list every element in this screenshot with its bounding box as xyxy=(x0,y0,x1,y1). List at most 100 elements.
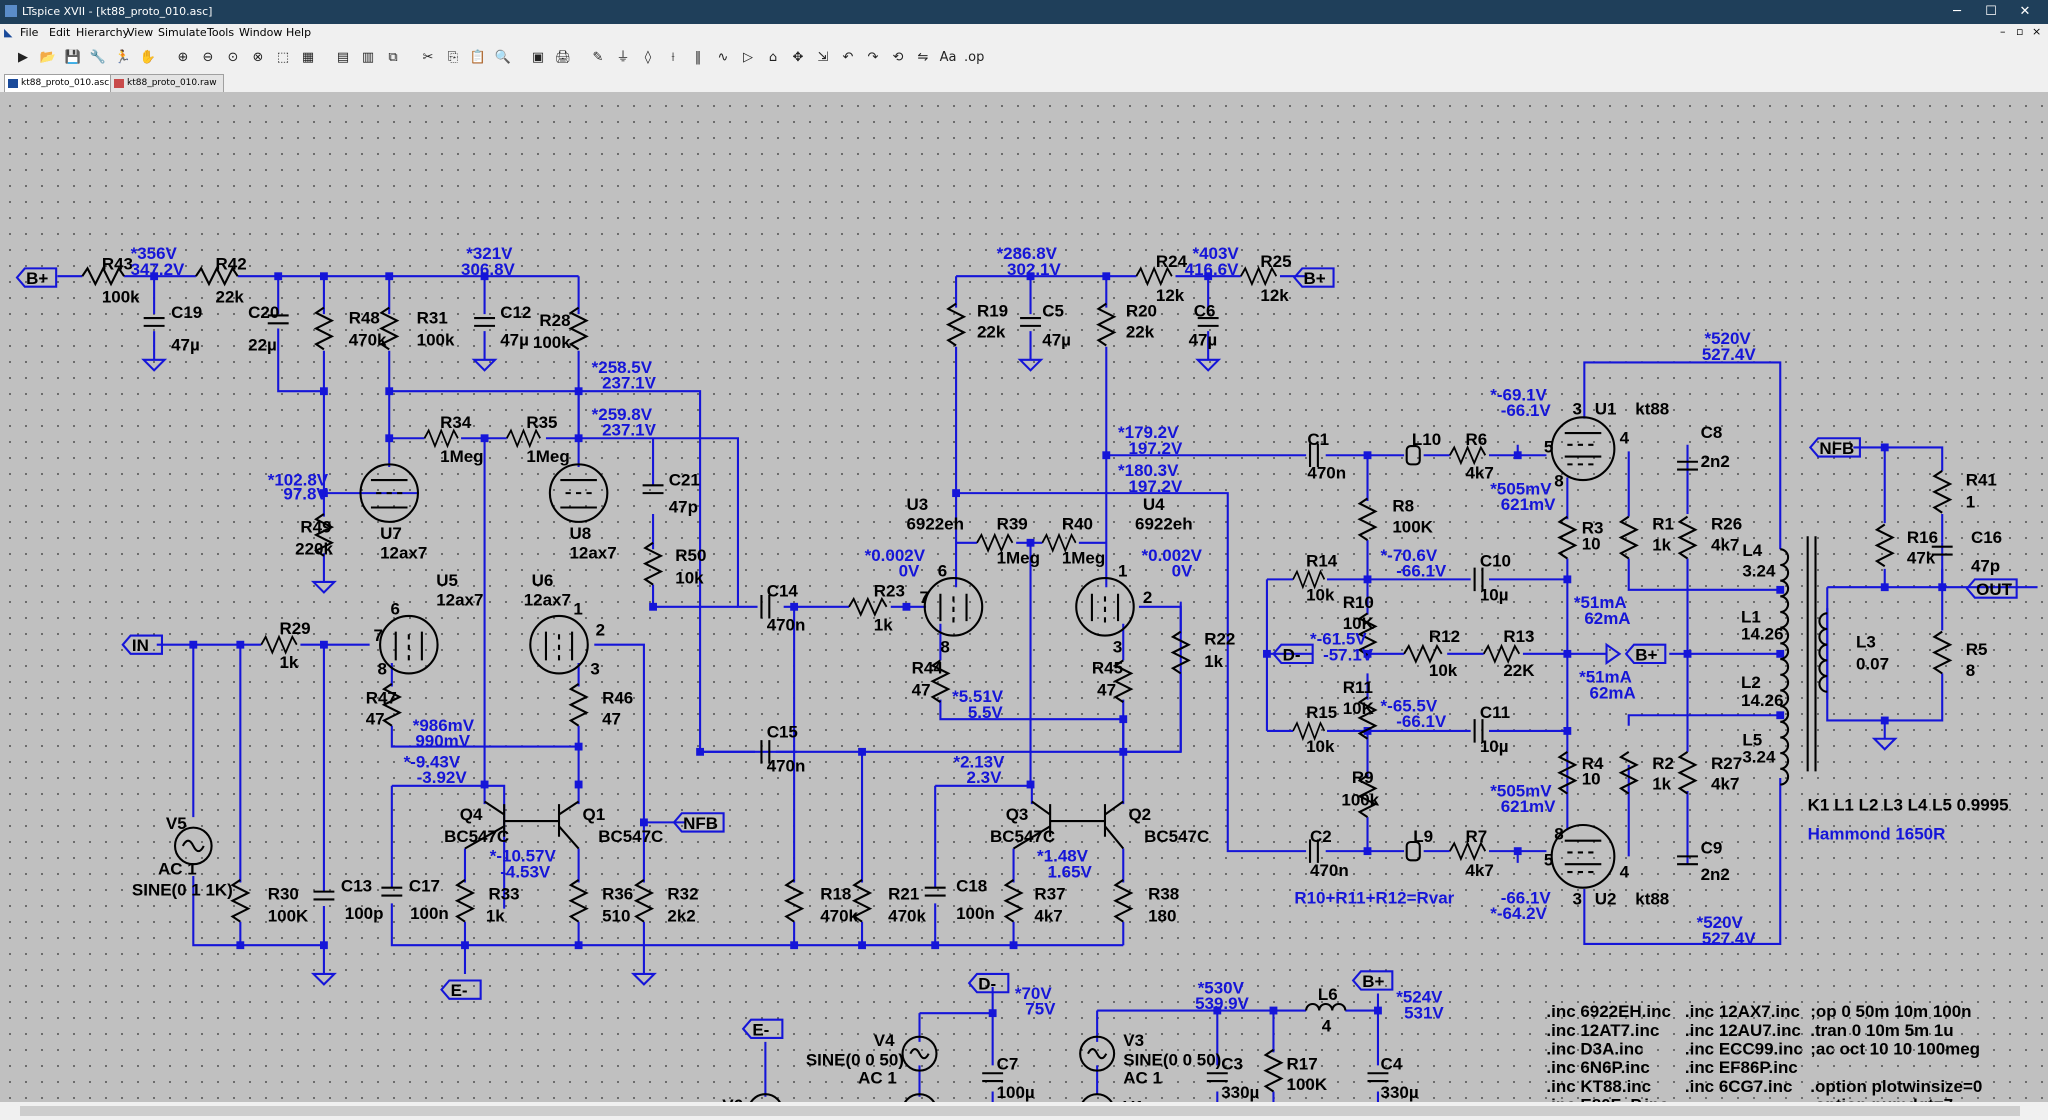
inductor-icon[interactable]: ∿ xyxy=(717,50,729,65)
scrollbar-thumb[interactable] xyxy=(20,1106,2020,1116)
component-label: SINE(0 0 50) xyxy=(1123,1050,1221,1069)
zoom-out-icon[interactable]: ⊖ xyxy=(202,50,214,65)
zoom-in-icon[interactable]: ⊕ xyxy=(177,50,189,65)
menu-edit[interactable]: Edit xyxy=(49,26,71,39)
document-icon[interactable]: ◣ xyxy=(4,26,13,39)
voltage-readout: *2.13V xyxy=(953,753,1005,772)
capacitor-icon[interactable]: ‖ xyxy=(694,50,702,65)
net-flag[interactable] xyxy=(15,267,58,288)
diode-icon[interactable]: ▷ xyxy=(743,50,753,65)
component-label: C6 xyxy=(1194,302,1216,321)
autorange-icon[interactable]: ⬚ xyxy=(276,50,290,65)
find-icon[interactable]: 🔍 xyxy=(494,50,512,65)
net-label: E- xyxy=(752,1020,769,1039)
menu-tools[interactable]: Tools xyxy=(207,26,235,39)
tile-horizontal-icon[interactable]: ▤ xyxy=(336,50,350,65)
voltage-readout: 527.4V xyxy=(1702,345,1756,364)
menu-simulate[interactable]: Simulate xyxy=(158,26,207,39)
zoom-fit-icon[interactable]: ⊗ xyxy=(252,50,264,65)
wire-icon[interactable]: ✎ xyxy=(592,50,604,65)
horizontal-scrollbar[interactable] xyxy=(0,1102,2048,1120)
voltage-readout: *180.3V xyxy=(1118,461,1179,480)
paste-icon[interactable]: 📋 xyxy=(469,50,487,65)
copy-icon[interactable]: ⎘ xyxy=(447,50,459,65)
component-label: 10µ xyxy=(1480,585,1509,604)
junction-dot xyxy=(1009,941,1018,950)
net-flag[interactable] xyxy=(1965,578,2018,599)
ground-icon[interactable]: ⏚ xyxy=(616,50,630,65)
component-label: 470n xyxy=(1310,861,1349,880)
maximize-button[interactable]: ☐ xyxy=(1985,4,1997,19)
new-schematic-icon[interactable]: ▶ xyxy=(18,50,28,65)
component-label: R43 xyxy=(102,255,133,274)
redo-icon[interactable]: ↷ xyxy=(867,50,879,65)
net-flag[interactable] xyxy=(672,812,725,833)
net-flag[interactable] xyxy=(1808,437,1861,458)
halt-icon[interactable]: ✋ xyxy=(139,50,157,65)
menu-hierarchy[interactable]: Hierarchy xyxy=(76,26,130,39)
text-icon[interactable]: Aa xyxy=(939,50,957,65)
menu-view[interactable]: View xyxy=(127,26,154,39)
minimize-button[interactable]: ─ xyxy=(1953,4,1961,19)
ltspice-app-icon[interactable] xyxy=(5,5,17,17)
net-flag[interactable] xyxy=(1292,267,1335,288)
mdi-restore-button[interactable]: ▫ xyxy=(2016,25,2024,38)
undo-icon[interactable]: ↶ xyxy=(842,50,854,65)
close-button[interactable]: ✕ xyxy=(2019,4,2031,19)
cut-icon[interactable]: ✂ xyxy=(422,50,434,65)
voltage-readout: -3.92V xyxy=(417,768,468,787)
label-net-icon[interactable]: ◊ xyxy=(644,50,652,65)
component-label: R18 xyxy=(820,884,851,903)
component-label: 8 xyxy=(1554,824,1563,843)
net-flag[interactable] xyxy=(967,972,1010,994)
document-tabs: kt88_proto_010.asc kt88_proto_010.raw xyxy=(0,74,2048,92)
net-flag[interactable] xyxy=(121,634,164,655)
pan-icon[interactable]: ⊙ xyxy=(227,50,239,65)
voltage-readout: *-61.5V xyxy=(1310,630,1367,649)
component-icon[interactable]: ⌂ xyxy=(768,50,778,65)
spice-directive: .inc 12AX7.inc xyxy=(1685,1002,1800,1021)
component-label: 14.26 xyxy=(1741,691,1783,710)
mirror-icon[interactable]: ⇋ xyxy=(917,50,929,65)
junction-dot xyxy=(574,780,583,789)
net-flag[interactable] xyxy=(1272,643,1314,665)
tile-vertical-icon[interactable]: ▥ xyxy=(361,50,375,65)
voltage-readout: *259.8V xyxy=(592,405,653,424)
junction-dot xyxy=(320,272,328,281)
component-label: C11 xyxy=(1480,703,1510,722)
net-flag[interactable] xyxy=(440,979,482,1000)
component-label: 6922eh xyxy=(906,515,964,534)
net-label: NFB xyxy=(683,814,718,833)
menu-file[interactable]: File xyxy=(20,26,39,39)
net-flag[interactable] xyxy=(1624,643,1667,665)
cascade-icon[interactable]: ⧉ xyxy=(388,50,398,65)
mdi-close-button[interactable]: × xyxy=(2032,25,2042,38)
tab-waveform[interactable]: kt88_proto_010.raw xyxy=(110,74,224,92)
rotate-icon[interactable]: ⟲ xyxy=(892,50,904,65)
spice-directive: .inc 6922EH.inc xyxy=(1546,1002,1670,1021)
component-label: C19 xyxy=(171,303,202,322)
run-icon[interactable]: 🏃 xyxy=(114,50,132,65)
print-preview-icon[interactable]: ▣ xyxy=(531,50,545,65)
open-icon[interactable]: 📂 xyxy=(39,50,57,65)
component-label: U4 xyxy=(1143,495,1165,514)
drag-icon[interactable]: ⇲ xyxy=(817,50,829,65)
component-label: Q3 xyxy=(1006,805,1029,824)
mdi-minimize-button[interactable]: – xyxy=(2000,25,2006,38)
grid-icon[interactable]: ▦ xyxy=(301,50,315,65)
print-icon[interactable]: 🖨 xyxy=(554,50,572,65)
net-flag[interactable] xyxy=(1351,970,1394,991)
resistor-icon[interactable]: ⟊ xyxy=(671,50,675,65)
save-icon[interactable]: 💾 xyxy=(64,50,82,65)
component-label: V5 xyxy=(166,814,187,833)
tab-schematic[interactable]: kt88_proto_010.asc xyxy=(4,74,116,92)
spice-directive-icon[interactable]: .op xyxy=(964,50,985,65)
component-label: R36 xyxy=(602,884,633,903)
schematic-drawing[interactable]: R43100kR4222kC1947µC2022µR48470kR31100kC… xyxy=(0,92,2048,1120)
menu-help[interactable]: Help xyxy=(286,26,312,39)
move-icon[interactable]: ✥ xyxy=(792,50,804,65)
control-panel-icon[interactable]: 🔧 xyxy=(89,50,107,65)
net-flag[interactable] xyxy=(741,1018,784,1040)
menu-window[interactable]: Window xyxy=(239,26,283,39)
